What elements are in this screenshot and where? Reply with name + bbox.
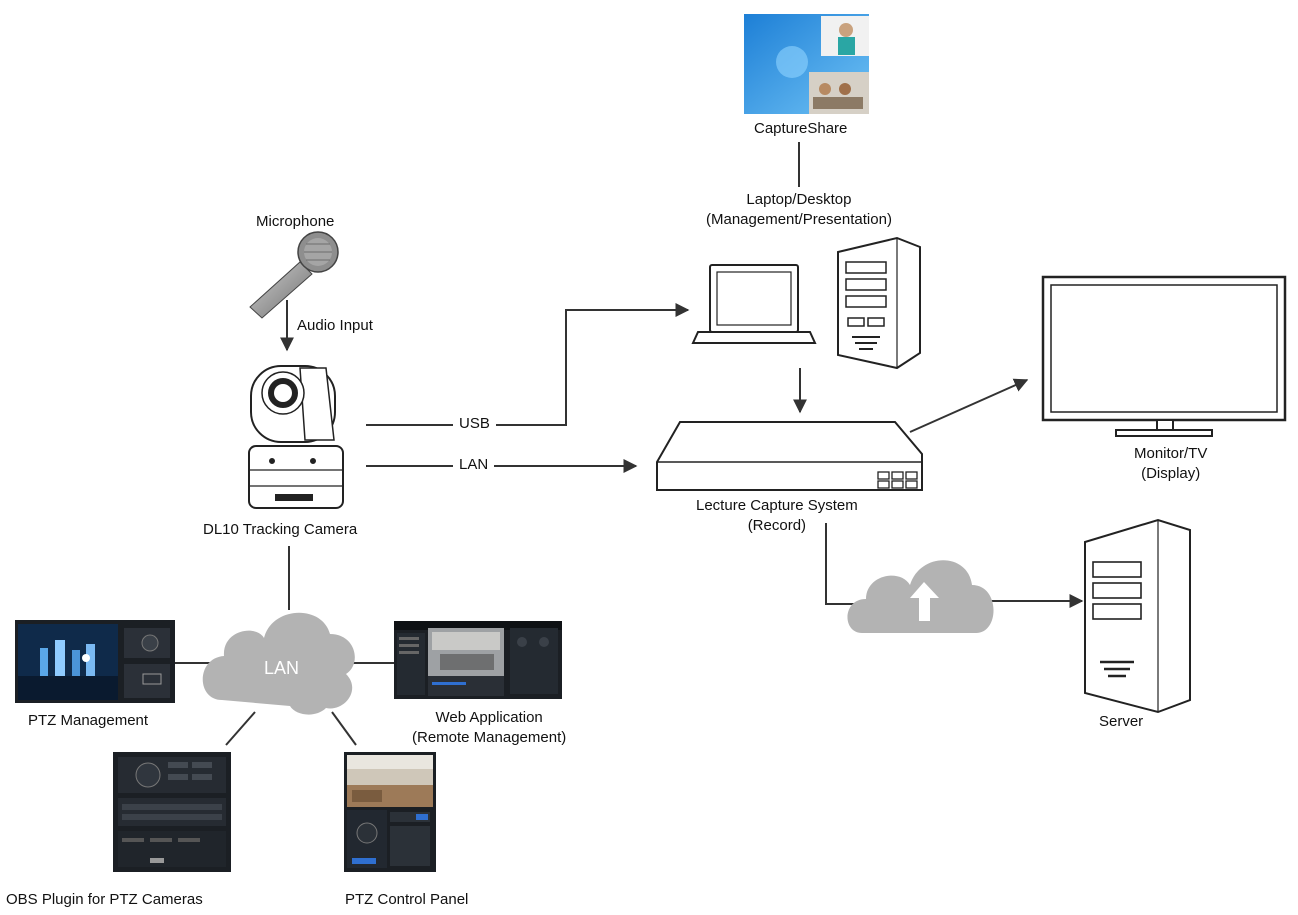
audio-input-label: Audio Input (297, 317, 373, 334)
web-app-screenshot (394, 621, 562, 699)
lecture-capture-label: Lecture Capture System (Record) (696, 496, 858, 536)
laptop-desktop-label: Laptop/Desktop (Management/Presentation) (706, 190, 892, 230)
recorder-to-cloud-line (825, 523, 858, 605)
laptop-desktop-line1: Laptop/Desktop (746, 191, 852, 208)
lan-to-obs-line (225, 711, 256, 746)
microphone-icon (249, 231, 339, 319)
ptz-control-label: PTZ Control Panel (345, 891, 469, 908)
obs-plugin-label: OBS Plugin for PTZ Cameras (6, 891, 203, 908)
monitor-icon (1041, 275, 1287, 437)
monitor-label: Monitor/TV (Display) (1134, 444, 1207, 484)
laptop-desktop-line2: (Management/Presentation) (706, 211, 892, 228)
monitor-line2: (Display) (1141, 465, 1201, 482)
desktop-tower-icon (837, 236, 921, 370)
captureshare-screenshot (744, 14, 869, 114)
web-app-line2: (Remote Management) (412, 729, 567, 746)
obs-plugin-screenshot (113, 752, 231, 872)
ptz-management-screenshot (15, 620, 175, 703)
camera-label: DL10 Tracking Camera (203, 521, 358, 538)
microphone-label: Microphone (256, 213, 335, 230)
monitor-line1: Monitor/TV (1134, 445, 1208, 462)
server-label: Server (1099, 713, 1144, 730)
ptz-camera-icon (248, 365, 344, 509)
ptz-management-label: PTZ Management (28, 712, 149, 729)
lecture-capture-line2: (Record) (747, 517, 807, 534)
captureshare-label: CaptureShare (754, 120, 848, 137)
lan-connection-label: LAN (453, 456, 495, 473)
ptz-control-screenshot (344, 752, 436, 872)
web-app-label: Web Application (Remote Management) (412, 708, 566, 748)
laptop-icon (691, 264, 817, 344)
usb-connection-label: USB (453, 415, 496, 432)
recorder-to-monitor-arrow (909, 378, 1029, 433)
recorder-box-icon (656, 421, 923, 491)
cloud-icon (202, 612, 355, 715)
lecture-capture-line1: Lecture Capture System (696, 497, 858, 514)
lan-to-ptzcontrol-line (331, 711, 357, 746)
server-tower-icon (1084, 518, 1191, 714)
usb-connector (366, 303, 690, 426)
web-app-line1: Web Application (435, 709, 543, 726)
lan-cloud-label: LAN (264, 658, 300, 678)
cloud-upload-icon (847, 560, 994, 633)
